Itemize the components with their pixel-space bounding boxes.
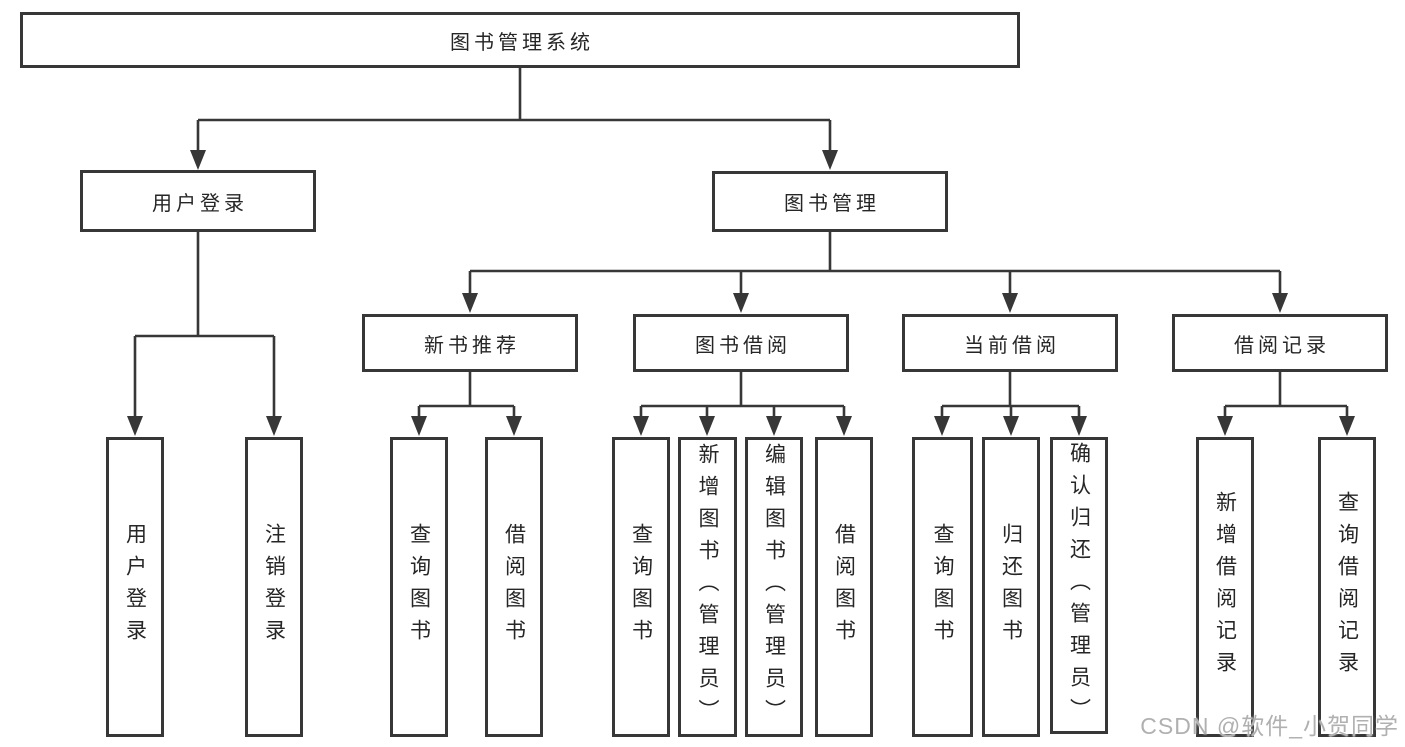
leaf-borrow-borrow-book: 借阅图书 [815,437,873,737]
leaf-records-add: 新增借阅记录 [1196,437,1254,737]
leaf-current-confirm-return: 确认归还（管理员） [1050,437,1108,734]
leaf-borrow-add-book-label: 新增图书（管理员） [696,443,719,731]
csdn-watermark: CSDN @软件_小贺同学 [1140,713,1399,739]
node-user-login: 用户登录 [80,170,316,232]
leaf-logout-label: 注销登录 [262,523,286,651]
leaf-records-query-label: 查询借阅记录 [1335,491,1359,683]
leaf-newbooks-query-label: 查询图书 [407,523,431,651]
node-book-management-label: 图书管理 [784,193,880,215]
leaf-borrow-borrow-book-label: 借阅图书 [832,523,856,651]
leaf-user-login: 用户登录 [106,437,164,737]
leaf-records-query: 查询借阅记录 [1318,437,1376,737]
edge-root-to-level2 [190,68,838,170]
node-new-book-recommend-label: 新书推荐 [424,334,520,357]
node-library-system-label: 图书管理系统 [450,31,594,54]
leaf-newbooks-borrow-label: 借阅图书 [502,523,526,651]
leaf-logout: 注销登录 [245,437,303,737]
node-borrow-records-label: 借阅记录 [1234,334,1330,357]
node-library-system: 图书管理系统 [20,12,1020,68]
leaf-current-query: 查询图书 [912,437,973,737]
node-borrow-records: 借阅记录 [1172,314,1388,372]
edge-current-to-leaves [934,372,1087,436]
edge-userlogin-to-leaves [127,232,282,436]
leaf-records-add-label: 新增借阅记录 [1213,491,1237,683]
leaf-borrow-query: 查询图书 [612,437,670,737]
leaf-current-query-label: 查询图书 [931,523,954,651]
leaf-current-return-label: 归还图书 [999,523,1023,651]
node-book-borrowing: 图书借阅 [633,314,849,372]
leaf-newbooks-borrow: 借阅图书 [485,437,543,737]
node-book-management: 图书管理 [712,171,948,232]
leaf-newbooks-query: 查询图书 [390,437,448,737]
leaf-borrow-query-label: 查询图书 [629,523,653,651]
node-current-borrowing: 当前借阅 [902,314,1118,372]
node-book-borrowing-label: 图书借阅 [695,334,791,357]
leaf-borrow-edit-book: 编辑图书（管理员） [745,437,803,737]
leaf-user-login-label: 用户登录 [123,523,147,651]
node-new-book-recommend: 新书推荐 [362,314,578,372]
leaf-borrow-add-book: 新增图书（管理员） [678,437,737,737]
edge-records-to-leaves [1217,372,1355,436]
leaf-current-confirm-return-label: 确认归还（管理员） [1067,441,1091,730]
edge-borrow-to-leaves [633,372,852,436]
node-user-login-label: 用户登录 [152,192,248,215]
edge-bookmgmt-to-level3 [462,232,1288,313]
node-current-borrowing-label: 当前借阅 [964,334,1060,357]
leaf-current-return: 归还图书 [982,437,1040,737]
edge-newbooks-to-leaves [411,372,522,436]
leaf-borrow-edit-book-label: 编辑图书（管理员） [762,443,786,731]
